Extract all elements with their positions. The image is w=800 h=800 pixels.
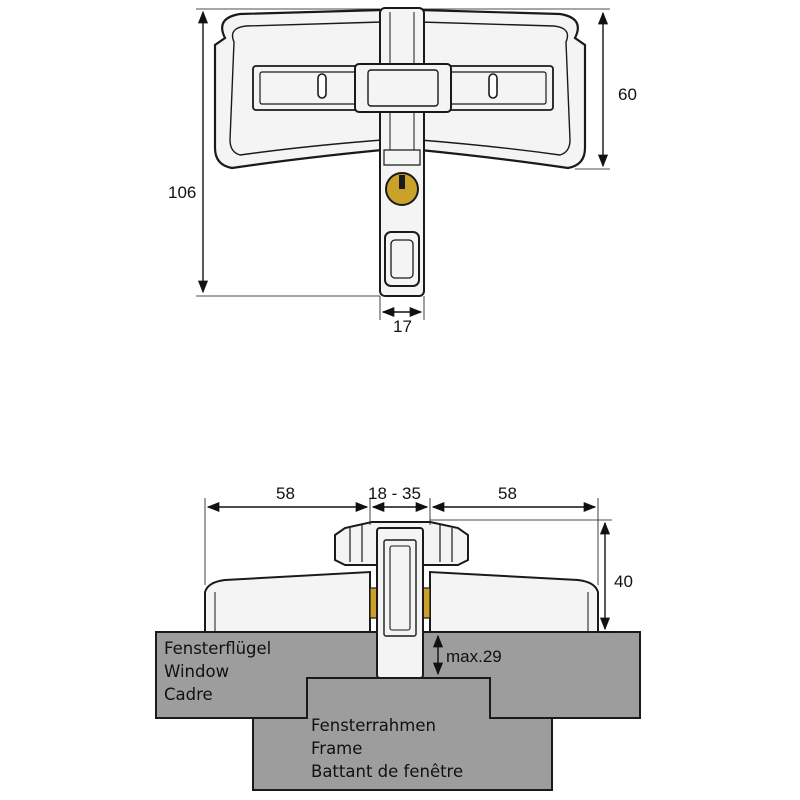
lower-button bbox=[384, 231, 420, 287]
sash-label-de: Fensterflügel bbox=[164, 639, 271, 658]
slider-button-inner bbox=[367, 69, 439, 107]
dim-60-label: 60 bbox=[618, 85, 637, 104]
dim-40-label: 40 bbox=[614, 572, 633, 591]
dim-17-label: 17 bbox=[393, 317, 412, 336]
lock-body-inner-left bbox=[229, 21, 383, 156]
sash-label-en: Window bbox=[164, 662, 229, 681]
lock-side-body-right bbox=[429, 570, 599, 633]
center-shaft-inner bbox=[383, 539, 417, 637]
shaft-neck bbox=[383, 149, 421, 166]
frame-label-de: Fensterrahmen bbox=[311, 716, 436, 735]
lock-body-inner-right bbox=[419, 21, 571, 156]
top-view: 106 60 17 bbox=[168, 7, 637, 336]
lower-button-inner bbox=[390, 239, 414, 279]
sash-label-fr: Cadre bbox=[164, 685, 213, 704]
center-shaft-window bbox=[389, 545, 411, 631]
center-shaft bbox=[376, 527, 424, 679]
frame-label-fr: Battant de fenêtre bbox=[311, 762, 463, 781]
frame-label-en: Frame bbox=[311, 739, 362, 758]
key-slot bbox=[399, 175, 405, 189]
side-view: 58 18 - 35 58 40 max.29 Fensterflügel Wi… bbox=[155, 484, 641, 791]
dim-58-right-label: 58 bbox=[498, 484, 517, 503]
slot-oval-right bbox=[488, 73, 498, 99]
dim-106-label: 106 bbox=[168, 183, 196, 202]
lock-side-body bbox=[204, 570, 371, 633]
dim-max29-label: max.29 bbox=[446, 647, 502, 666]
dim-gap-label: 18 - 35 bbox=[368, 484, 421, 503]
dim-58-left-label: 58 bbox=[276, 484, 295, 503]
slider-button bbox=[354, 63, 452, 113]
slot-oval-left bbox=[317, 73, 327, 99]
